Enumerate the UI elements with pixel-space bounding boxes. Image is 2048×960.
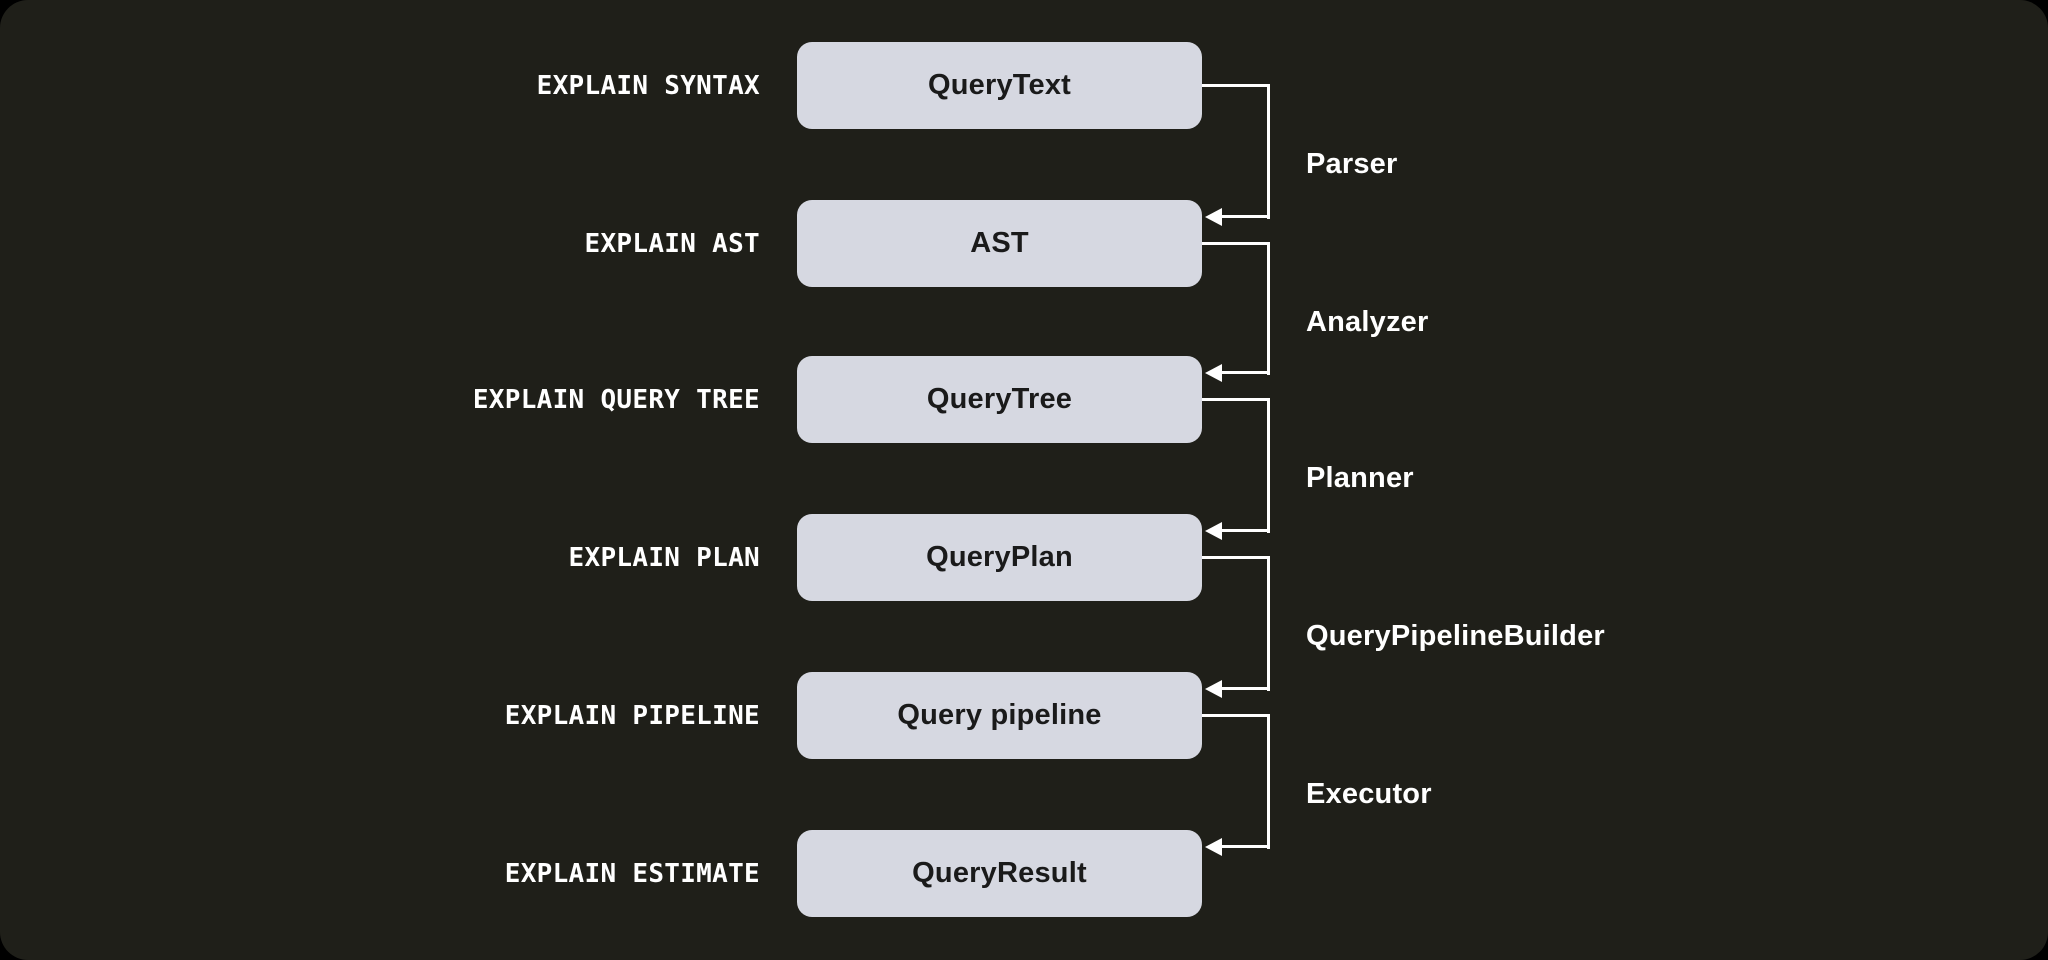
artifact-box-label: QueryResult <box>912 857 1087 889</box>
explain-command-label: EXPLAIN PLAN <box>568 542 760 573</box>
artifact-box-label: QueryPlan <box>926 541 1073 573</box>
connector-entry-line <box>1222 845 1270 848</box>
artifact-box: QueryText <box>797 42 1202 129</box>
connector-entry-line <box>1222 215 1270 218</box>
connector-exit-line <box>1202 242 1270 245</box>
connector-exit-line <box>1202 556 1270 559</box>
arrow-left-icon <box>1205 522 1222 540</box>
diagram-row: EXPLAIN AST AST <box>0 200 2048 287</box>
stage-label: Parser <box>1306 147 1398 180</box>
arrow-left-icon <box>1205 208 1222 226</box>
explain-command-label: EXPLAIN SYNTAX <box>536 70 760 101</box>
connector-entry-line <box>1222 687 1270 690</box>
artifact-box-label: QueryText <box>927 69 1072 101</box>
artifact-box: QueryTree <box>797 356 1202 443</box>
artifact-box-label: AST <box>970 227 1029 259</box>
connector-vertical-line <box>1267 398 1270 533</box>
connector-vertical-line <box>1267 242 1270 375</box>
stage-label: QueryPipelineBuilder <box>1306 619 1605 652</box>
artifact-box-label: QueryTree <box>926 383 1073 415</box>
explain-command-label: EXPLAIN ESTIMATE <box>504 858 760 889</box>
diagram-row: EXPLAIN QUERY TREE QueryTree <box>0 356 2048 443</box>
artifact-box-label: Query pipeline <box>897 699 1102 731</box>
connector-exit-line <box>1202 714 1270 717</box>
diagram-row: EXPLAIN PIPELINE Query pipeline <box>0 672 2048 759</box>
explain-command-label: EXPLAIN AST <box>584 228 760 259</box>
arrow-left-icon <box>1205 838 1222 856</box>
artifact-box: AST <box>797 200 1202 287</box>
diagram-row: EXPLAIN ESTIMATE QueryResult <box>0 830 2048 917</box>
arrow-left-icon <box>1205 364 1222 382</box>
explain-command-label: EXPLAIN QUERY TREE <box>472 384 760 415</box>
connector-vertical-line <box>1267 556 1270 691</box>
arrow-left-icon <box>1205 680 1222 698</box>
artifact-box: QueryPlan <box>797 514 1202 601</box>
artifact-box: Query pipeline <box>797 672 1202 759</box>
connector-vertical-line <box>1267 84 1270 219</box>
stage-label: Executor <box>1306 777 1432 810</box>
artifact-box: QueryResult <box>797 830 1202 917</box>
connector-entry-line <box>1222 529 1270 532</box>
diagram-row: EXPLAIN PLAN QueryPlan <box>0 514 2048 601</box>
stage-label: Analyzer <box>1306 305 1429 338</box>
connector-entry-line <box>1222 371 1270 374</box>
connector-vertical-line <box>1267 714 1270 849</box>
explain-command-label: EXPLAIN PIPELINE <box>504 700 760 731</box>
connector-exit-line <box>1202 84 1270 87</box>
stage-label: Planner <box>1306 461 1414 494</box>
diagram-row: EXPLAIN SYNTAX QueryText <box>0 42 2048 129</box>
connector-exit-line <box>1202 398 1270 401</box>
